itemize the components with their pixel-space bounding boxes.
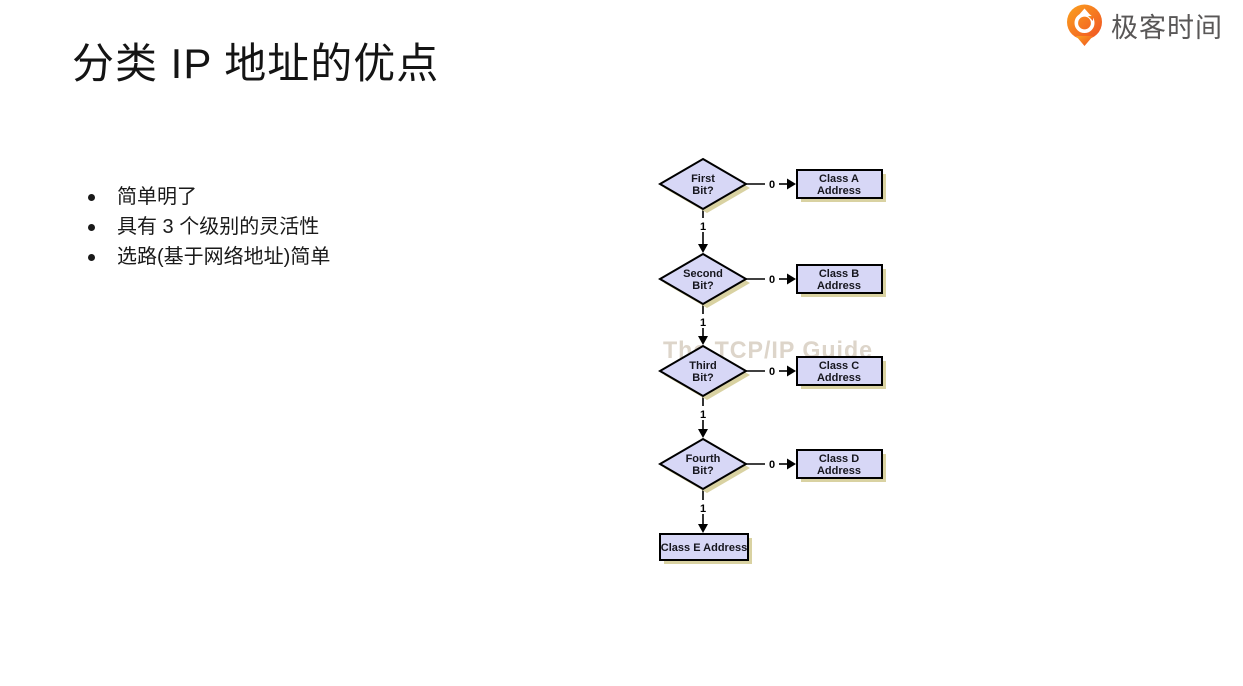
arrowhead-down-icon (698, 244, 708, 253)
result-box-class-c (796, 356, 883, 386)
bullet-text: 具有 3 个级别的灵活性 (117, 216, 320, 238)
branch-label-1: 1 (700, 409, 706, 421)
page-title: 分类 IP 地址的优点 (72, 40, 440, 87)
box-label: Address (817, 465, 861, 477)
box-label: Class C (819, 360, 859, 372)
geektime-logo-icon (1067, 4, 1102, 46)
bullet-icon (88, 254, 95, 261)
list-item: 简单明了 (88, 184, 330, 214)
list-item: 选路(基于网络地址)简单 (88, 244, 330, 274)
bullet-text: 简单明了 (117, 186, 197, 208)
box-label: Class B (819, 268, 859, 280)
bullet-list: 简单明了 具有 3 个级别的灵活性 选路(基于网络地址)简单 (88, 184, 330, 274)
classful-ip-flowchart: The TCP/IP Guide 1 1 1 1 0 0 0 0 First B… (658, 157, 886, 564)
arrowhead-right-icon (787, 365, 796, 377)
branch-label-1: 1 (700, 317, 706, 329)
bullet-icon (88, 194, 95, 201)
decision-diamond-third-bit (658, 344, 748, 398)
box-label: Address (817, 185, 861, 197)
arrowhead-right-icon (787, 273, 796, 285)
result-box-class-b (796, 264, 883, 294)
branch-label-1: 1 (700, 221, 706, 233)
diamond-label: Bit? (692, 185, 714, 197)
bullet-text: 选路(基于网络地址)简单 (117, 246, 331, 268)
diamond-label: First (691, 173, 715, 185)
final-box-class-e (659, 533, 749, 561)
box-label: Class D (819, 453, 859, 465)
box-label: Class E Address (661, 542, 747, 554)
box-label: Class A (819, 173, 859, 185)
result-box-class-a (796, 169, 883, 199)
diamond-label: Fourth (686, 453, 721, 465)
branch-label-1: 1 (700, 503, 706, 515)
list-item: 具有 3 个级别的灵活性 (88, 214, 330, 244)
box-label: Address (817, 280, 861, 292)
bullet-icon (88, 224, 95, 231)
diamond-label: Second (683, 268, 723, 280)
diamond-label: Bit? (692, 372, 714, 384)
arrowhead-down-icon (698, 336, 708, 345)
diamond-label: Bit? (692, 465, 714, 477)
diamond-label: Bit? (692, 280, 714, 292)
branch-label-0: 0 (769, 274, 775, 286)
decision-diamond-first-bit (658, 157, 748, 211)
branch-label-0: 0 (769, 459, 775, 471)
diamond-label: Third (689, 360, 717, 372)
arrowhead-down-icon (698, 429, 708, 438)
branch-label-0: 0 (769, 179, 775, 191)
box-label: Address (817, 372, 861, 384)
brand-logo: 极客时间 (1064, 3, 1223, 47)
decision-diamond-fourth-bit (658, 437, 748, 491)
brand-name: 极客时间 (1111, 12, 1223, 43)
branch-label-0: 0 (769, 366, 775, 378)
arrowhead-right-icon (787, 458, 796, 470)
decision-diamond-second-bit (658, 252, 748, 306)
result-box-class-d (796, 449, 883, 479)
arrowhead-right-icon (787, 178, 796, 190)
arrowhead-down-icon (698, 524, 708, 533)
